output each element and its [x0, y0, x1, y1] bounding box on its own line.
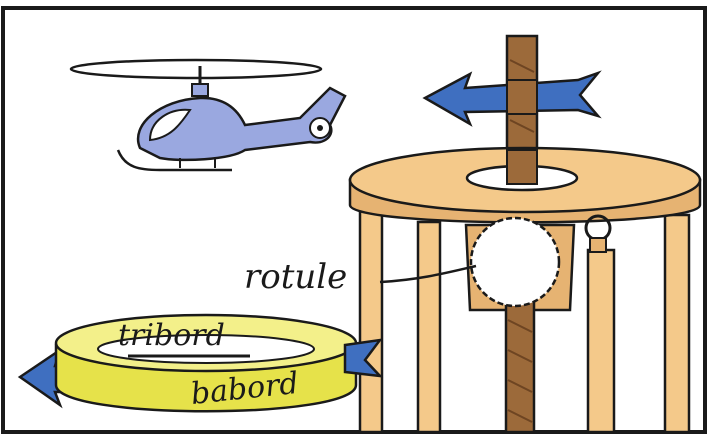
rotule-label: rotule: [244, 257, 347, 297]
pole-through-hole: [507, 150, 537, 184]
tribord-label: tribord: [118, 318, 225, 353]
leg: [360, 210, 382, 432]
ring-mount: [590, 238, 606, 252]
tail-rotor-hub: [317, 125, 323, 131]
rotor-hub: [192, 84, 208, 96]
leg: [418, 222, 440, 432]
rotor-blade: [71, 60, 321, 78]
leg: [665, 215, 689, 432]
leg: [588, 250, 614, 432]
pole-front: [507, 80, 537, 114]
ball-joint: [471, 218, 559, 306]
orientation-ring: tribord babord: [20, 315, 380, 412]
